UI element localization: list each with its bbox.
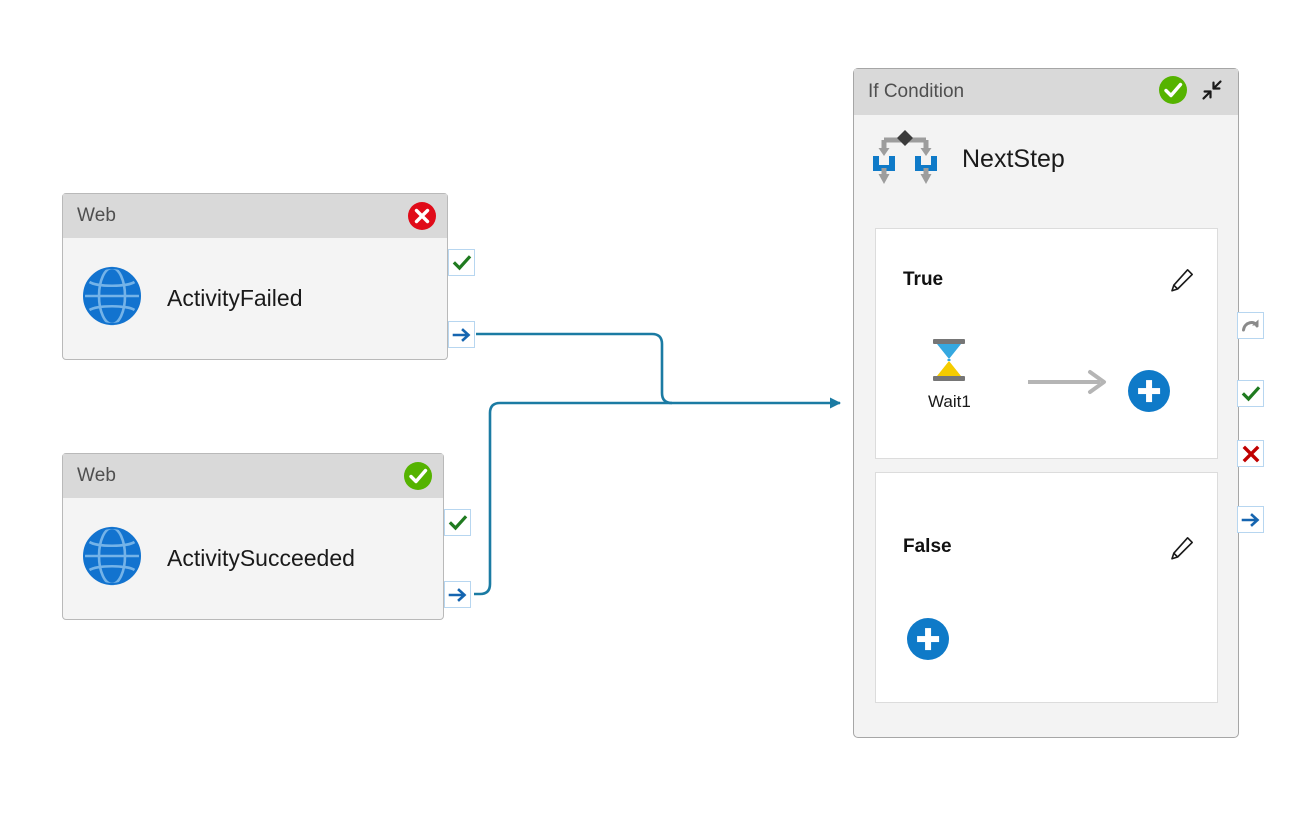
error-circle-icon (407, 201, 437, 231)
handle-success-web-succeeded[interactable] (444, 509, 471, 536)
hourglass-icon (928, 337, 970, 388)
branch-box-true[interactable]: True (875, 228, 1218, 459)
if-condition-header: If Condition (854, 69, 1238, 115)
handle-failure-if-condition[interactable] (1237, 440, 1264, 467)
activity-card-name: ActivityFailed (167, 285, 303, 311)
activity-card-header-title: Web (77, 205, 117, 226)
activity-card-header: Web (63, 194, 447, 238)
handle-completion-if-condition[interactable] (1237, 506, 1264, 533)
success-circle-icon (1158, 75, 1188, 110)
if-condition-activity-name: NextStep (962, 144, 1065, 173)
globe-icon (81, 265, 143, 332)
collapse-arrows-icon[interactable] (1198, 76, 1226, 109)
handle-success-if-condition[interactable] (1237, 380, 1264, 407)
branch-box-false[interactable]: False (875, 472, 1218, 703)
gray-curve-arrow-icon (1241, 319, 1258, 331)
branch-label-false: False (903, 536, 952, 557)
green-check-icon (1241, 385, 1260, 401)
handle-success-web-failed[interactable] (448, 249, 475, 276)
branch-activity-name: Wait1 (928, 392, 971, 411)
pencil-icon[interactable] (1169, 267, 1195, 293)
handle-skipped-if-condition[interactable] (1237, 312, 1264, 339)
blue-arrow-icon (452, 327, 470, 342)
branch-activity-wait1[interactable]: Wait1 (928, 337, 971, 412)
gray-arrow-icon (1026, 369, 1112, 400)
handle-completion-web-failed[interactable] (448, 321, 475, 348)
if-condition-header-title: If Condition (868, 81, 965, 102)
activity-card-web-succeeded[interactable]: Web (62, 453, 471, 620)
activity-card-header: Web (63, 454, 443, 498)
branch-icon (872, 128, 938, 191)
plus-icon (1128, 370, 1170, 412)
plus-icon (907, 618, 949, 660)
add-activity-button-false[interactable] (907, 618, 949, 660)
edge-web-succeeded-to-if (474, 401, 672, 596)
green-check-icon (452, 254, 471, 270)
handle-completion-web-succeeded[interactable] (444, 581, 471, 608)
success-circle-icon (403, 461, 433, 491)
if-condition-activity-row: NextStep (854, 115, 1238, 203)
globe-icon (81, 525, 143, 592)
blue-arrow-icon (1241, 512, 1259, 527)
green-check-icon (448, 514, 467, 530)
if-condition-container[interactable]: If Condition (853, 68, 1264, 738)
activity-card-name: ActivitySucceeded (167, 545, 355, 571)
activity-card-body: ActivityFailed (63, 238, 447, 359)
pencil-icon[interactable] (1169, 535, 1195, 561)
edge-web-failed-to-if (476, 332, 841, 409)
activity-card-header-title: Web (77, 465, 117, 486)
if-condition-header-actions (1158, 75, 1226, 110)
activity-card-body: ActivitySucceeded (63, 498, 443, 619)
activity-card-web-failed[interactable]: Web (62, 193, 475, 360)
blue-arrow-icon (448, 587, 466, 602)
branch-label-true: True (903, 269, 944, 290)
red-x-icon (1242, 445, 1259, 462)
add-activity-button-true[interactable] (1128, 370, 1170, 412)
